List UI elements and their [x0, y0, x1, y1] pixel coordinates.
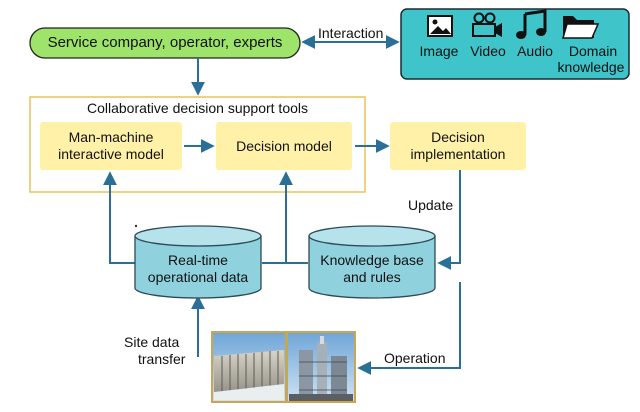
- media-image-label: Image: [419, 43, 459, 59]
- realtime-to-manmachine-arrow: [103, 171, 135, 264]
- decision-implementation-box: Decision implementation: [390, 122, 526, 170]
- stakeholders-label: Service company, operator, experts: [47, 34, 283, 51]
- man-machine-line1: Man-machine: [68, 129, 154, 145]
- man-machine-box: Man-machine interactive model: [40, 122, 182, 170]
- tools-title: Collaborative decision support tools: [86, 100, 308, 116]
- music-icon: [516, 9, 547, 39]
- operation-arrow: [357, 282, 461, 375]
- man-machine-line2: interactive model: [58, 146, 164, 162]
- media-knowledge-label: knowledge: [557, 59, 625, 75]
- realtime-line1: Real-time: [168, 252, 228, 268]
- stray-dot: [134, 224, 138, 228]
- stakeholders-box-shape: [29, 27, 301, 59]
- video-icon: [472, 12, 502, 37]
- decision-model-box: Decision model: [216, 122, 352, 170]
- update-label: Update: [408, 197, 454, 213]
- decision-impl-line2: implementation: [410, 146, 506, 162]
- decision-model-label: Decision model: [236, 137, 332, 154]
- site-data-line1: Site data: [124, 334, 180, 350]
- operation-label: Operation: [384, 350, 446, 366]
- media-video-label: Video: [470, 43, 506, 59]
- folder-icon: [562, 16, 600, 39]
- realtime-line2: operational data: [147, 269, 249, 285]
- realtime-data-cylinder: [134, 225, 262, 299]
- media-domain-label: Domain: [568, 43, 618, 59]
- image-icon: [427, 15, 453, 37]
- interaction-label: Interaction: [318, 25, 384, 41]
- plant-photo: [286, 331, 356, 403]
- media-audio-label: Audio: [517, 43, 553, 59]
- site-data-line2: transfer: [138, 351, 186, 367]
- knowledge-base-cylinder: [308, 225, 436, 299]
- kb-line2: and rules: [343, 269, 401, 285]
- kb-line1: Knowledge base: [320, 252, 424, 268]
- decision-impl-line1: Decision: [431, 129, 485, 145]
- dam-photo: [211, 331, 287, 403]
- update-arrow: [437, 170, 461, 270]
